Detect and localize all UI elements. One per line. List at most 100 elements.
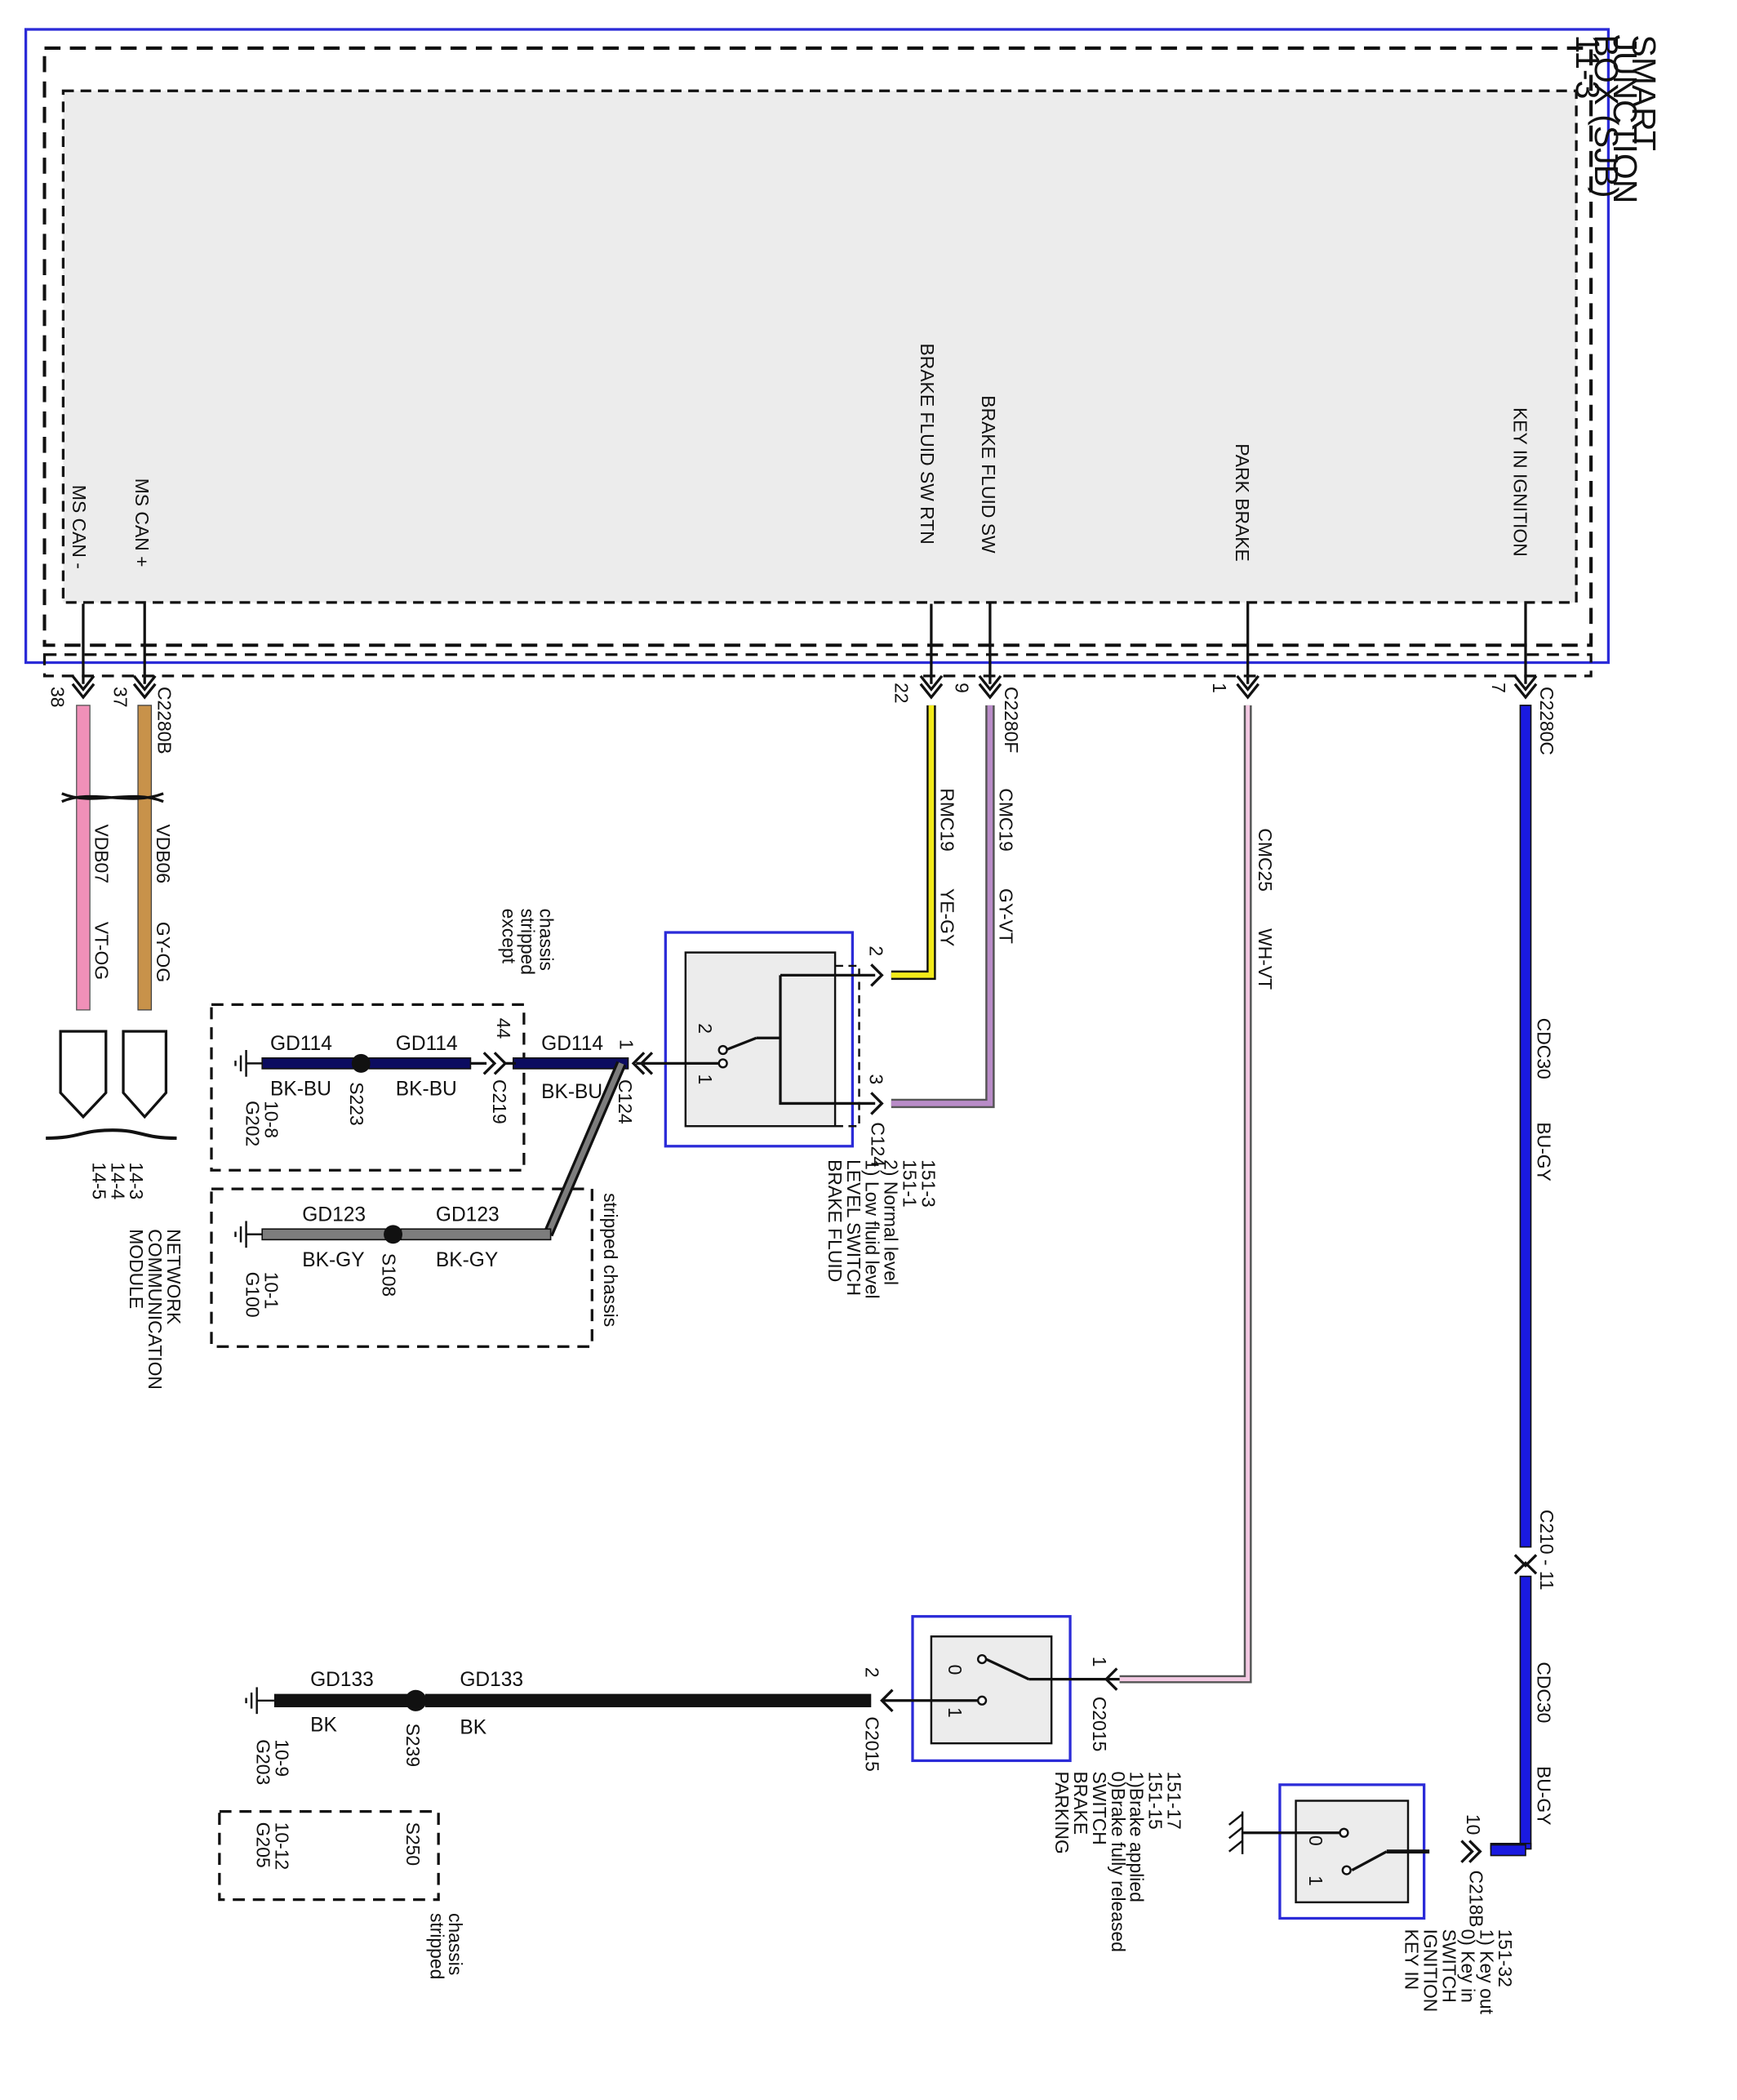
vdb07-color: VT-OG [91,922,113,980]
brake-fluid-wires: CMC19 GY-VT RMC19 YE-GY [891,705,1016,1109]
network-brace [46,1128,177,1141]
rmc19-circuit: RMC19 [936,788,957,852]
brake-fluid-switch-frame [664,931,855,1148]
gd114-b-circuit: GD114 [396,1033,458,1055]
signal-park-brake: PARK BRAKE [1232,443,1253,562]
cdc30-b-color: BU-GY [1534,1766,1555,1825]
bfs-connector-c124-right: C124 [867,1122,888,1167]
wire-gd123-a [261,1228,389,1241]
bfs-inner-1: 1 [695,1074,716,1084]
gd123-a-circuit: GD123 [302,1203,366,1226]
wire-cdc30-a [1519,705,1532,1548]
cdc30-a-circuit: CDC30 [1534,1018,1555,1079]
signal-ms-can-minus: MS CAN - [69,485,90,569]
gd133-a-circuit: GD133 [310,1669,374,1691]
parking-brake-switch: 0 1 1 C2015 2 C2015 PARKING BRAKE SWITCH… [862,1615,1184,1958]
pin-22: 22 [891,683,913,703]
gd123-b-color: BK-GY [436,1249,498,1271]
sjb-connector-strip [42,653,1593,678]
splice-s108 [384,1225,402,1244]
wire-gd114-b [368,1057,472,1070]
wire-rmc19 [891,705,936,981]
vdb07-circuit: VDB07 [91,824,113,883]
pbs-connector-left: C2015 [862,1716,883,1771]
gd114-c-circuit: GD114 [541,1033,603,1055]
bfs-pin-3: 3 [866,1074,887,1084]
ground-g202: G202 10-8 [242,1101,282,1151]
wire-vdb07 [76,705,91,1011]
ground-symbol-g100 [234,1221,263,1248]
key-in-ignition-switch: 0 1 10 C218B KEY IN IGNITION SWITCH 0) K… [1228,1783,1517,2020]
gd133-b-circuit: GD133 [460,1669,523,1691]
stripped-chassis-box [210,1187,593,1348]
sjb-dashed-frame [42,46,1593,647]
pin-44: 44 [493,1018,514,1039]
network-title: MODULE COMMUNICATION NETWORK [126,1229,184,1395]
parking-brake-body [930,1635,1053,1745]
alt-ground-box [218,1809,440,1902]
wire-vdb06 [137,705,153,1011]
gd123-b-circuit: GD123 [436,1203,500,1226]
pbs-title: PARKING BRAKE SWITCH 0)Brake fully relea… [1051,1772,1184,1958]
cmc19-color: GY-VT [995,888,1016,944]
network-ref-14-4: 14-4 [107,1162,128,1199]
gd114-a-circuit: GD114 [270,1033,332,1055]
splice-s223-label: S223 [346,1082,367,1125]
except-stripped-note: except stripped chassis [499,909,558,981]
signal-key-in-ignition: KEY IN IGNITION [1509,407,1530,557]
alt-ground-note: stripped chassis [426,1913,466,1985]
vdb06-color: GY-OG [153,922,174,982]
chassis-ground-icon [1228,1811,1244,1854]
inline-connector-c210: C210 - 11 [1536,1510,1557,1591]
module-network-label: 14-3 14-4 14-5 MODULE COMMUNICATION NETW… [88,1162,184,1395]
cmc19-circuit: CMC19 [995,788,1016,852]
wire-gd114-a [261,1057,357,1070]
network-ref-14-3: 14-3 [126,1162,147,1199]
bfs-inner-2: 2 [695,1023,716,1034]
gd114-b-color: BK-BU [396,1079,457,1101]
kis-connector-c218b: C218B [1465,1871,1486,1928]
wire-gd123-b [400,1228,552,1241]
ground-g100: G100 10-1 [242,1272,282,1323]
pbs-connector-right: C2015 [1089,1697,1110,1751]
brake-fluid-level-switch: 2 1 2 3 C124 BRAKE FLUID LEVEL SWITCH 1)… [636,931,939,1299]
gd133-ground-circuit: GD133 BK GD133 BK S239 G203 10-9 S250 G2… [218,1669,872,1985]
ground-g205: G205 10-12 [253,1822,293,1873]
splice-s108-label: S108 [378,1253,399,1297]
connector-c219: C219 [489,1079,510,1124]
pbs-pin-2: 2 [862,1667,883,1678]
pin-38: 38 [47,687,69,707]
wire-gd114-c [512,1057,629,1070]
pbs-pin-1: 1 [1089,1657,1110,1667]
bfs-pin-1: 1 [616,1039,637,1050]
ground-symbol-g202 [234,1050,263,1077]
ground-g203: G203 10-9 [253,1739,293,1790]
kis-inner-0: 0 [1305,1835,1326,1846]
splice-s250-label: S250 [402,1822,424,1866]
splice-s239 [405,1689,427,1711]
ground-symbol-g203 [245,1687,274,1715]
kis-title: KEY IN IGNITION SWITCH 0) Key in 1) Key … [1402,1929,1517,2020]
can-minus-terminal [59,1030,108,1119]
bfs-connector-c124-left: C124 [615,1079,636,1124]
pin-1-park: 1 [1209,683,1230,693]
can-plus-terminal [122,1030,168,1119]
wire-cmc25 [1119,705,1252,1684]
sjb-inner-area [61,89,1578,604]
pin-9: 9 [951,683,972,693]
cdc30-b-circuit: CDC30 [1534,1662,1555,1723]
pbs-inner-0: 0 [944,1665,966,1675]
pbs-inner-1: 1 [944,1707,966,1718]
gd114-a-color: BK-BU [270,1079,331,1101]
splice-s239-label: S239 [402,1724,424,1767]
kis-pin-10: 10 [1463,1814,1484,1835]
sjb-signal-lines [82,603,1527,684]
bfs-pin-2: 2 [866,945,887,956]
gd133-a-color: BK [310,1714,337,1736]
wire-cdc30-b [1519,1575,1532,1850]
sjb-connector-labels: C2280B 37 38 C2280F 9 22 1 C2280C 7 [47,683,1557,755]
smart-junction-box: SMART JUNCTION BOX (SJB) 11-3 MS CAN - M… [24,28,1663,678]
network-ref-14-5: 14-5 [88,1162,109,1199]
gd133-b-color: BK [460,1717,486,1739]
